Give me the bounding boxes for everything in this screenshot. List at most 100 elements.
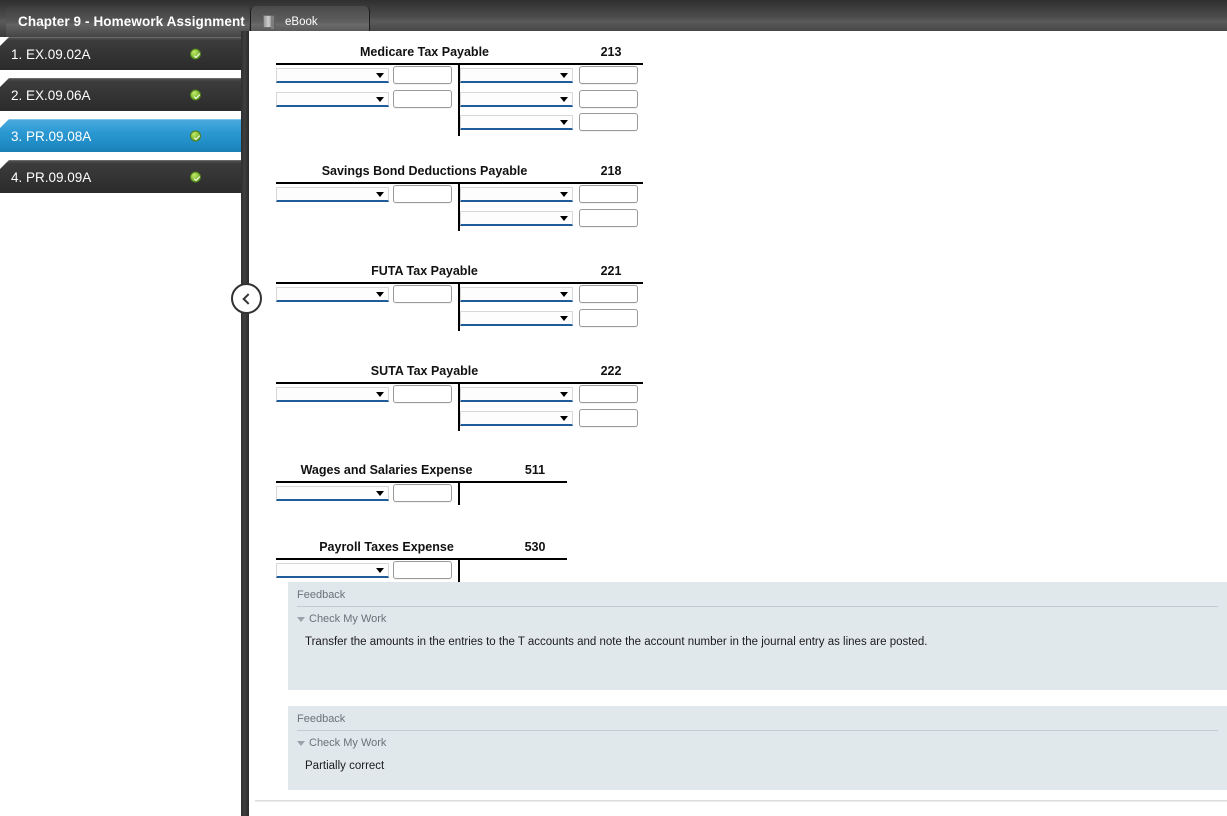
account-select-debit[interactable] [276, 187, 389, 202]
chevron-down-icon [376, 96, 384, 102]
amount-input-credit[interactable] [579, 185, 638, 203]
status-complete-icon [190, 130, 201, 142]
account-select-credit[interactable] [460, 410, 573, 426]
t-account: Payroll Taxes Expense 530 [249, 536, 669, 582]
collapse-sidebar-button[interactable] [231, 283, 262, 314]
t-account-title: Medicare Tax Payable [359, 45, 489, 59]
account-select-credit[interactable] [460, 387, 573, 402]
sidebar-item-2-ex-09-06a[interactable]: 2. EX.09.06A [0, 78, 241, 111]
amount-input-credit[interactable] [579, 208, 638, 227]
amount-input-credit[interactable] [579, 66, 638, 84]
account-select-debit[interactable] [276, 563, 389, 578]
account-select-debit[interactable] [276, 486, 389, 501]
t-account-title: Wages and Salaries Expense [300, 463, 473, 477]
amount-input-credit[interactable] [579, 385, 638, 403]
chevron-left-icon [242, 292, 254, 305]
account-select-credit[interactable] [460, 210, 573, 226]
feedback-divider [297, 730, 1218, 731]
t-account-number: 530 [524, 540, 546, 554]
t-account-header: Payroll Taxes Expense 530 [249, 536, 669, 554]
book-icon [261, 14, 276, 30]
sidebar-separator [0, 111, 241, 119]
triangle-down-icon [297, 740, 305, 746]
amount-input-debit[interactable] [393, 484, 452, 502]
account-select-credit[interactable] [460, 91, 573, 107]
t-account-title: Savings Bond Deductions Payable [321, 164, 528, 178]
feedback-label: Feedback [297, 713, 346, 725]
t-account-number: 222 [600, 364, 622, 378]
check-my-work-toggle[interactable]: Check My Work [297, 613, 386, 625]
status-complete-icon [190, 48, 201, 60]
amount-input-credit[interactable] [579, 113, 638, 131]
tab-assignment-title[interactable]: Chapter 9 - Homework Assignment : [6, 6, 249, 37]
chevron-down-icon [560, 73, 568, 78]
t-account-divider [458, 282, 460, 331]
account-select-credit[interactable] [460, 310, 573, 326]
check-my-work-toggle[interactable]: Check My Work [297, 737, 386, 749]
chevron-down-icon [560, 215, 568, 221]
account-select-debit[interactable] [276, 387, 389, 402]
amount-input-debit[interactable] [393, 561, 452, 579]
chevron-down-icon [376, 192, 384, 197]
chevron-down-icon [376, 491, 384, 496]
account-select-credit[interactable] [460, 115, 573, 130]
feedback-body: Partially correct [305, 760, 385, 772]
sidebar-item-3-pr-09-08a[interactable]: 3. PR.09.08A [0, 119, 241, 152]
chevron-down-icon [560, 315, 568, 321]
chevron-down-icon [560, 392, 568, 397]
t-account-title: Payroll Taxes Expense [319, 540, 454, 554]
sidebar-item-label: 2. EX.09.06A [11, 87, 91, 103]
chevron-down-icon [560, 192, 568, 197]
amount-input-debit[interactable] [393, 285, 452, 303]
feedback-label: Feedback [297, 589, 346, 601]
t-account-title: FUTA Tax Payable [371, 264, 478, 278]
account-select-debit[interactable] [276, 287, 389, 302]
sidebar-item-label: 1. EX.09.02A [11, 46, 91, 62]
check-my-work-label: Check My Work [309, 613, 387, 625]
t-account-divider [458, 382, 460, 431]
account-select-debit[interactable] [276, 91, 389, 107]
tab-ebook-label: eBook [285, 15, 318, 28]
sidebar-item-corner [0, 37, 9, 46]
amount-input-debit[interactable] [393, 89, 452, 108]
sidebar-item-label: 4. PR.09.09A [11, 169, 92, 185]
sidebar: 1. EX.09.02A 2. EX.09.06A 3. PR.09.08A 4. P… [0, 37, 241, 816]
chevron-down-icon [560, 96, 568, 102]
feedback-body: Transfer the amounts in the entries to t… [305, 636, 928, 648]
amount-input-credit[interactable] [579, 408, 638, 427]
amount-input-debit[interactable] [393, 385, 452, 403]
amount-input-debit[interactable] [393, 185, 452, 203]
account-select-credit[interactable] [460, 68, 573, 83]
chevron-down-icon [376, 292, 384, 297]
chevron-down-icon [376, 568, 384, 573]
amount-input-credit[interactable] [579, 308, 638, 327]
t-account-divider [458, 558, 460, 582]
amount-input-credit[interactable] [579, 89, 638, 108]
sidebar-item-4-pr-09-09a[interactable]: 4. PR.09.09A [0, 160, 241, 193]
t-account-top-line [276, 481, 567, 483]
sidebar-item-1-ex-09-02a[interactable]: 1. EX.09.02A [0, 37, 241, 70]
account-select-debit[interactable] [276, 68, 389, 83]
t-account-divider [458, 481, 460, 505]
check-my-work-label: Check My Work [309, 737, 387, 749]
account-select-credit[interactable] [460, 287, 573, 302]
panel-splitter[interactable] [241, 31, 249, 816]
sidebar-item-label: 3. PR.09.08A [11, 128, 92, 144]
status-complete-icon [190, 171, 201, 183]
amount-input-debit[interactable] [393, 66, 452, 84]
amount-input-credit[interactable] [579, 285, 638, 303]
account-select-credit[interactable] [460, 187, 573, 202]
chevron-down-icon [560, 415, 568, 421]
